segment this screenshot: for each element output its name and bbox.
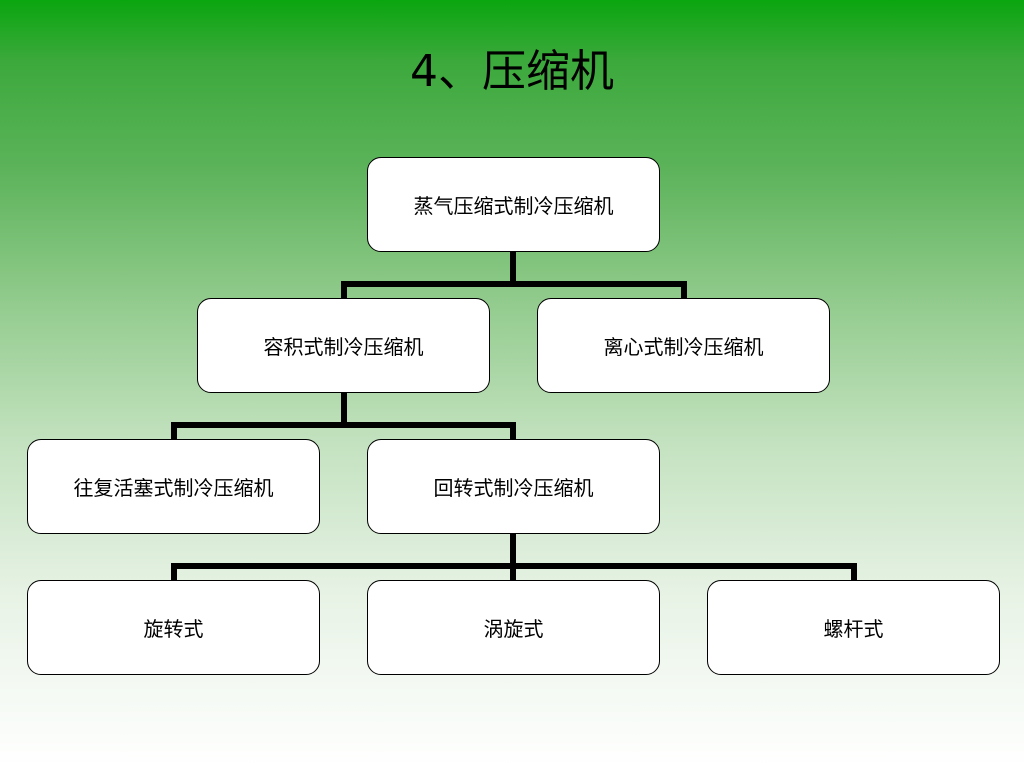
node-screw: 螺杆式 bbox=[707, 580, 1000, 675]
node-label: 离心式制冷压缩机 bbox=[603, 335, 764, 359]
node-scroll: 涡旋式 bbox=[367, 580, 660, 675]
node-positive-displacement-compressor: 容积式制冷压缩机 bbox=[197, 298, 490, 393]
slide-title: 4、压缩机 bbox=[410, 46, 614, 97]
node-label: 回转式制冷压缩机 bbox=[433, 476, 594, 500]
node-rotary-vane: 旋转式 bbox=[27, 580, 320, 675]
node-rotary-compressor: 回转式制冷压缩机 bbox=[367, 439, 660, 534]
node-label: 蒸气压缩式制冷压缩机 bbox=[413, 194, 614, 218]
node-label: 螺杆式 bbox=[823, 617, 884, 641]
node-label: 涡旋式 bbox=[483, 617, 544, 641]
node-vapor-compression-compressor: 蒸气压缩式制冷压缩机 bbox=[367, 157, 660, 252]
node-centrifugal-compressor: 离心式制冷压缩机 bbox=[537, 298, 830, 393]
node-label: 往复活塞式制冷压缩机 bbox=[73, 476, 274, 500]
node-label: 容积式制冷压缩机 bbox=[263, 335, 424, 359]
node-label: 旋转式 bbox=[143, 617, 204, 641]
node-reciprocating-compressor: 往复活塞式制冷压缩机 bbox=[27, 439, 320, 534]
